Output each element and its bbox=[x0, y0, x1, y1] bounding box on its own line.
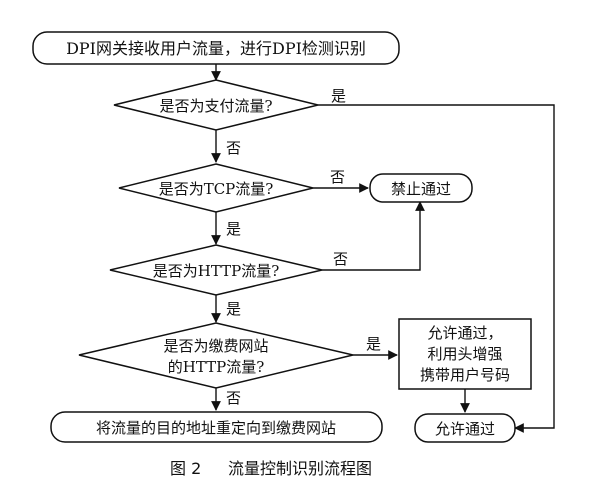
figure-caption: 图 2 流量控制识别流程图 bbox=[170, 459, 372, 478]
node-allow-enhance-line3: 携带用户号码 bbox=[420, 366, 510, 384]
figure-title: 流量控制识别流程图 bbox=[228, 459, 372, 478]
label-http-no: 否 bbox=[333, 250, 348, 268]
decision-payment: 是否为支付流量? bbox=[113, 79, 319, 131]
node-start: DPI网关接收用户流量，进行DPI检测识别 bbox=[32, 31, 400, 65]
decision-http: 是否为HTTP流量? bbox=[109, 244, 323, 296]
label-http-yes: 是 bbox=[226, 300, 241, 318]
connectors bbox=[211, 64, 555, 433]
decision-fee-site: 是否为缴费网站 的HTTP流量? bbox=[78, 322, 354, 389]
node-redirect-label: 将流量的目的地址重定向到缴费网站 bbox=[96, 419, 336, 437]
figure-number: 图 2 bbox=[170, 459, 201, 478]
label-payment-yes: 是 bbox=[331, 87, 346, 105]
node-forbid: 禁止通过 bbox=[369, 173, 473, 203]
decision-fee-line1: 是否为缴费网站 bbox=[163, 337, 268, 355]
decision-fee-line2: 的HTTP流量? bbox=[168, 358, 265, 376]
node-redirect: 将流量的目的地址重定向到缴费网站 bbox=[50, 411, 383, 443]
decision-tcp-label: 是否为TCP流量? bbox=[159, 180, 274, 198]
label-payment-no: 否 bbox=[226, 139, 241, 157]
edge-labels: 是 否 否 是 否 是 是 否 bbox=[226, 87, 381, 407]
decision-payment-label: 是否为支付流量? bbox=[159, 97, 272, 115]
label-fee-no: 否 bbox=[226, 389, 241, 407]
decision-tcp: 是否为TCP流量? bbox=[118, 163, 314, 213]
edge-payment-yes-to-allow bbox=[318, 104, 555, 433]
label-tcp-yes: 是 bbox=[226, 220, 241, 238]
decision-http-label: 是否为HTTP流量? bbox=[153, 262, 280, 280]
node-allow: 允许通过 bbox=[414, 413, 516, 443]
node-allow-label: 允许通过 bbox=[435, 420, 495, 438]
node-allow-enhance-line2: 利用头增强 bbox=[427, 345, 502, 363]
edge-http-to-forbid bbox=[322, 201, 425, 271]
node-start-label: DPI网关接收用户流量，进行DPI检测识别 bbox=[66, 39, 366, 58]
label-tcp-no: 否 bbox=[330, 168, 345, 186]
node-allow-enhance: 允许通过， 利用头增强 携带用户号码 bbox=[398, 318, 532, 390]
node-allow-enhance-line1: 允许通过， bbox=[427, 324, 502, 342]
node-forbid-label: 禁止通过 bbox=[391, 180, 451, 198]
label-fee-yes: 是 bbox=[366, 335, 381, 353]
